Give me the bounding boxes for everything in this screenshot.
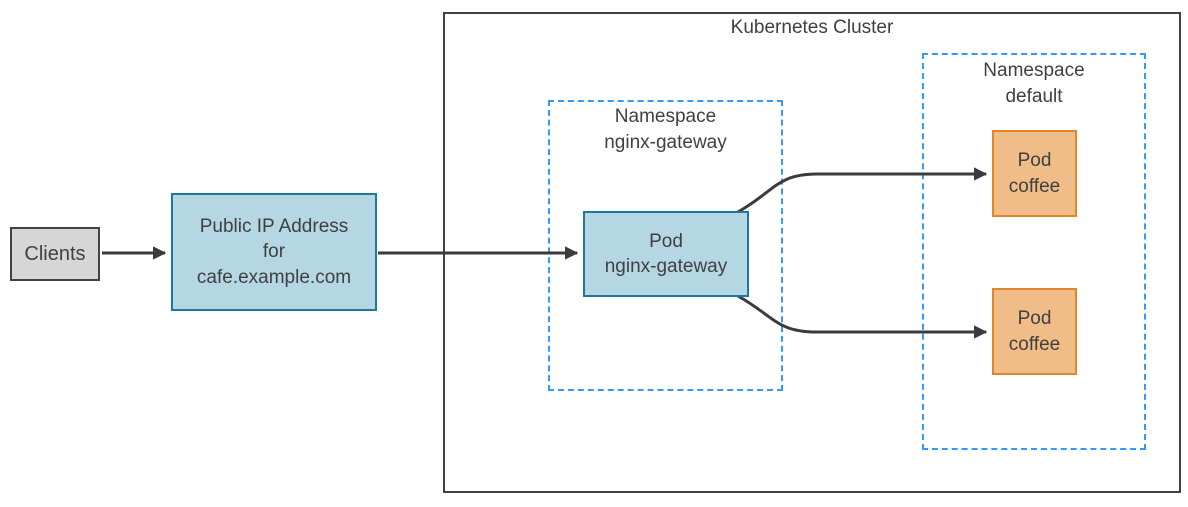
- clients-node: Clients: [10, 227, 100, 281]
- namespace-default-label: Namespace default: [983, 60, 1085, 107]
- namespace-default-box: [922, 53, 1146, 450]
- pod-coffee-node-2: Pod coffee: [992, 288, 1077, 375]
- namespace-nginx-gateway-label: Namespace nginx-gateway: [604, 106, 727, 153]
- kubernetes-cluster-title: Kubernetes Cluster: [730, 17, 894, 38]
- pod-coffee-node-1: Pod coffee: [992, 130, 1077, 217]
- pod-nginx-gateway-node: Pod nginx-gateway: [583, 211, 749, 297]
- public-ip-node: Public IP Address for cafe.example.com: [171, 193, 377, 311]
- namespace-nginx-gateway-box: [548, 100, 783, 391]
